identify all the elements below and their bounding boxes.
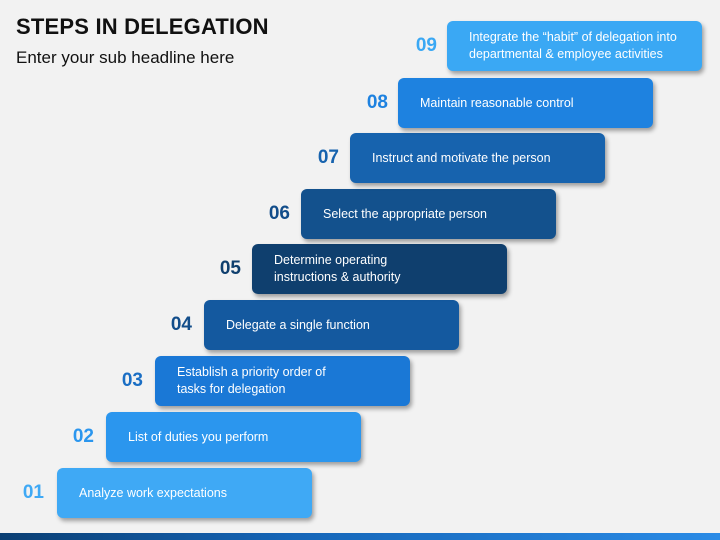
page-subtitle: Enter your sub headline here <box>16 48 235 67</box>
step-number: 06 <box>268 203 290 224</box>
step-number: 04 <box>170 314 192 335</box>
step-number: 08 <box>366 92 388 113</box>
step-label: Determine operating instructions & autho… <box>274 253 401 284</box>
step-number: 01 <box>22 482 44 503</box>
step-label: Instruct and motivate the person <box>372 150 551 165</box>
step-bar: List of duties you perform <box>106 412 361 462</box>
step-bar: Delegate a single function <box>204 300 459 350</box>
step-number: 05 <box>219 258 241 279</box>
page-title: STEPS IN DELEGATION <box>16 14 269 39</box>
step-label: Select the appropriate person <box>323 206 487 221</box>
step-bar: Analyze work expectations <box>57 468 312 518</box>
step-label: Delegate a single function <box>226 317 370 332</box>
step-label: Maintain reasonable control <box>420 95 574 110</box>
step-number: 07 <box>317 147 339 168</box>
step-number: 09 <box>415 35 437 56</box>
step-number: 02 <box>72 426 94 447</box>
step-label: Establish a priority order of tasks for … <box>177 365 326 396</box>
step-bar: Integrate the “habit” of delegation into… <box>447 21 702 71</box>
bottom-accent-band <box>0 533 720 540</box>
step-number: 03 <box>121 370 143 391</box>
step-bar: Maintain reasonable control <box>398 78 653 128</box>
step-label: Integrate the “habit” of delegation into… <box>469 30 677 61</box>
step-bar: Select the appropriate person <box>301 189 556 239</box>
step-bar: Determine operating instructions & autho… <box>252 244 507 294</box>
step-label: List of duties you perform <box>128 429 269 444</box>
step-label: Analyze work expectations <box>79 485 227 500</box>
step-bar: Instruct and motivate the person <box>350 133 605 183</box>
step-bar: Establish a priority order of tasks for … <box>155 356 410 406</box>
